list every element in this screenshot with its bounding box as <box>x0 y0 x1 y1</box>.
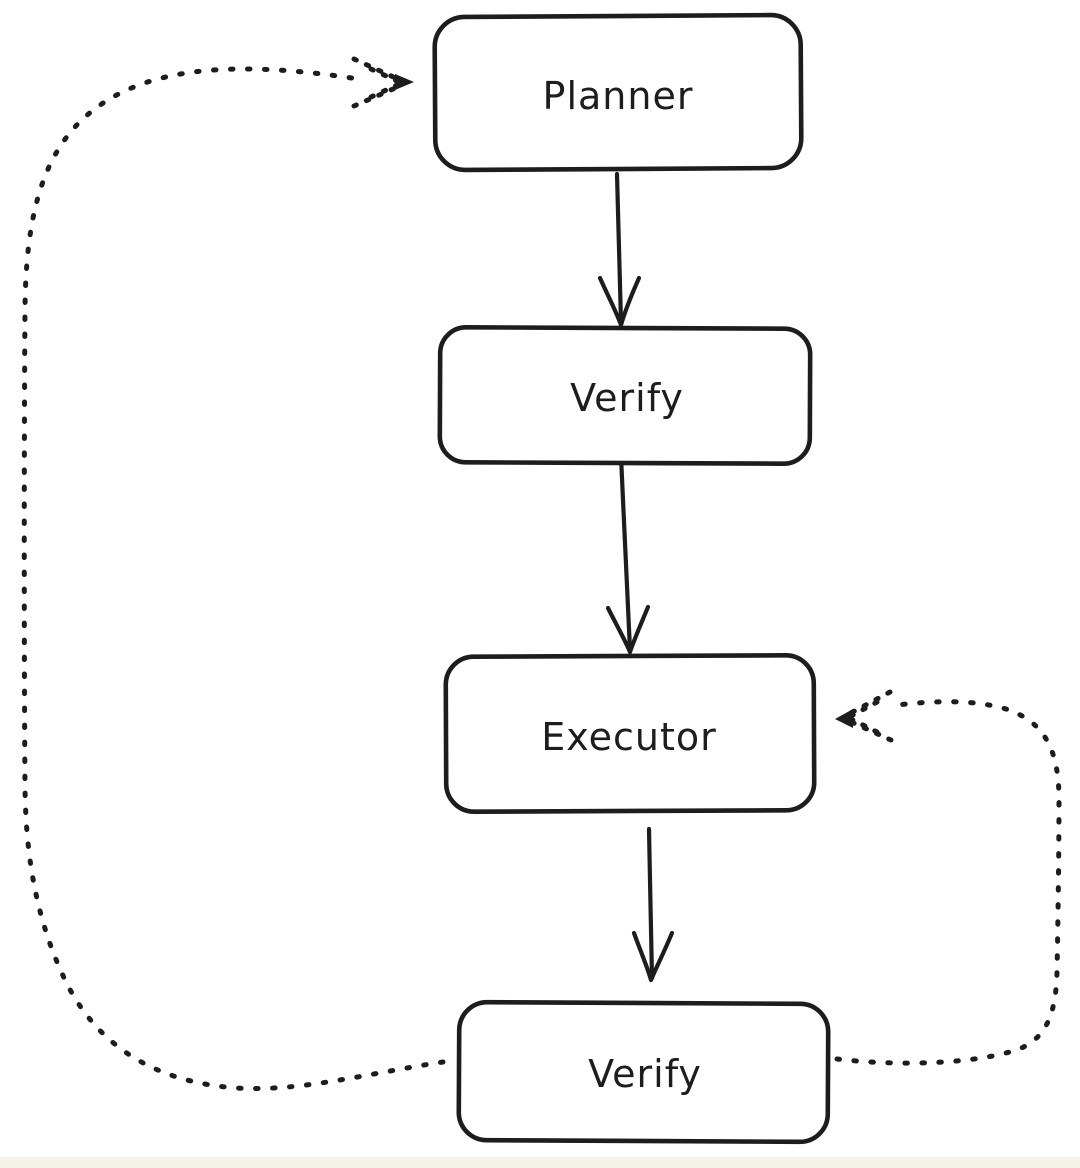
edge-verify-bottom-to-planner <box>21 56 446 1092</box>
executor-label: Executor <box>541 715 716 759</box>
verify-top-label: Verify <box>570 376 684 420</box>
edge-planner-to-verify <box>597 171 642 328</box>
arrow-head <box>605 604 651 655</box>
edge-executor-to-verify <box>631 826 675 983</box>
planner-box <box>432 12 804 173</box>
verify-bottom-label: Verify <box>588 1052 702 1096</box>
executor-box <box>443 653 817 814</box>
dotted-loop-left-path <box>21 66 446 1092</box>
arrowhead-into-planner <box>351 56 403 109</box>
arrow-shaft <box>618 453 633 653</box>
arrow-shaft <box>646 826 655 981</box>
verify-top-box <box>437 325 813 466</box>
arrowhead-tip-executor <box>835 709 853 728</box>
arrow-head <box>597 275 642 328</box>
footer-strip <box>0 1157 1080 1168</box>
dotted-loop-right-path <box>834 699 1062 1066</box>
verify-bottom-box <box>456 999 831 1145</box>
node-verify-top: Verify <box>437 325 813 466</box>
node-verify-bottom: Verify <box>456 999 831 1145</box>
planner-label: Planner <box>543 74 694 118</box>
edge-verify-to-executor <box>605 453 651 655</box>
arrowhead-tip-planner <box>395 74 414 90</box>
arrow-shaft <box>614 171 624 325</box>
arrowhead-into-executor <box>844 689 894 743</box>
node-executor: Executor <box>443 653 817 814</box>
arrow-head <box>631 930 675 983</box>
node-planner: Planner <box>432 12 804 173</box>
edge-verify-bottom-to-executor <box>834 689 1062 1066</box>
